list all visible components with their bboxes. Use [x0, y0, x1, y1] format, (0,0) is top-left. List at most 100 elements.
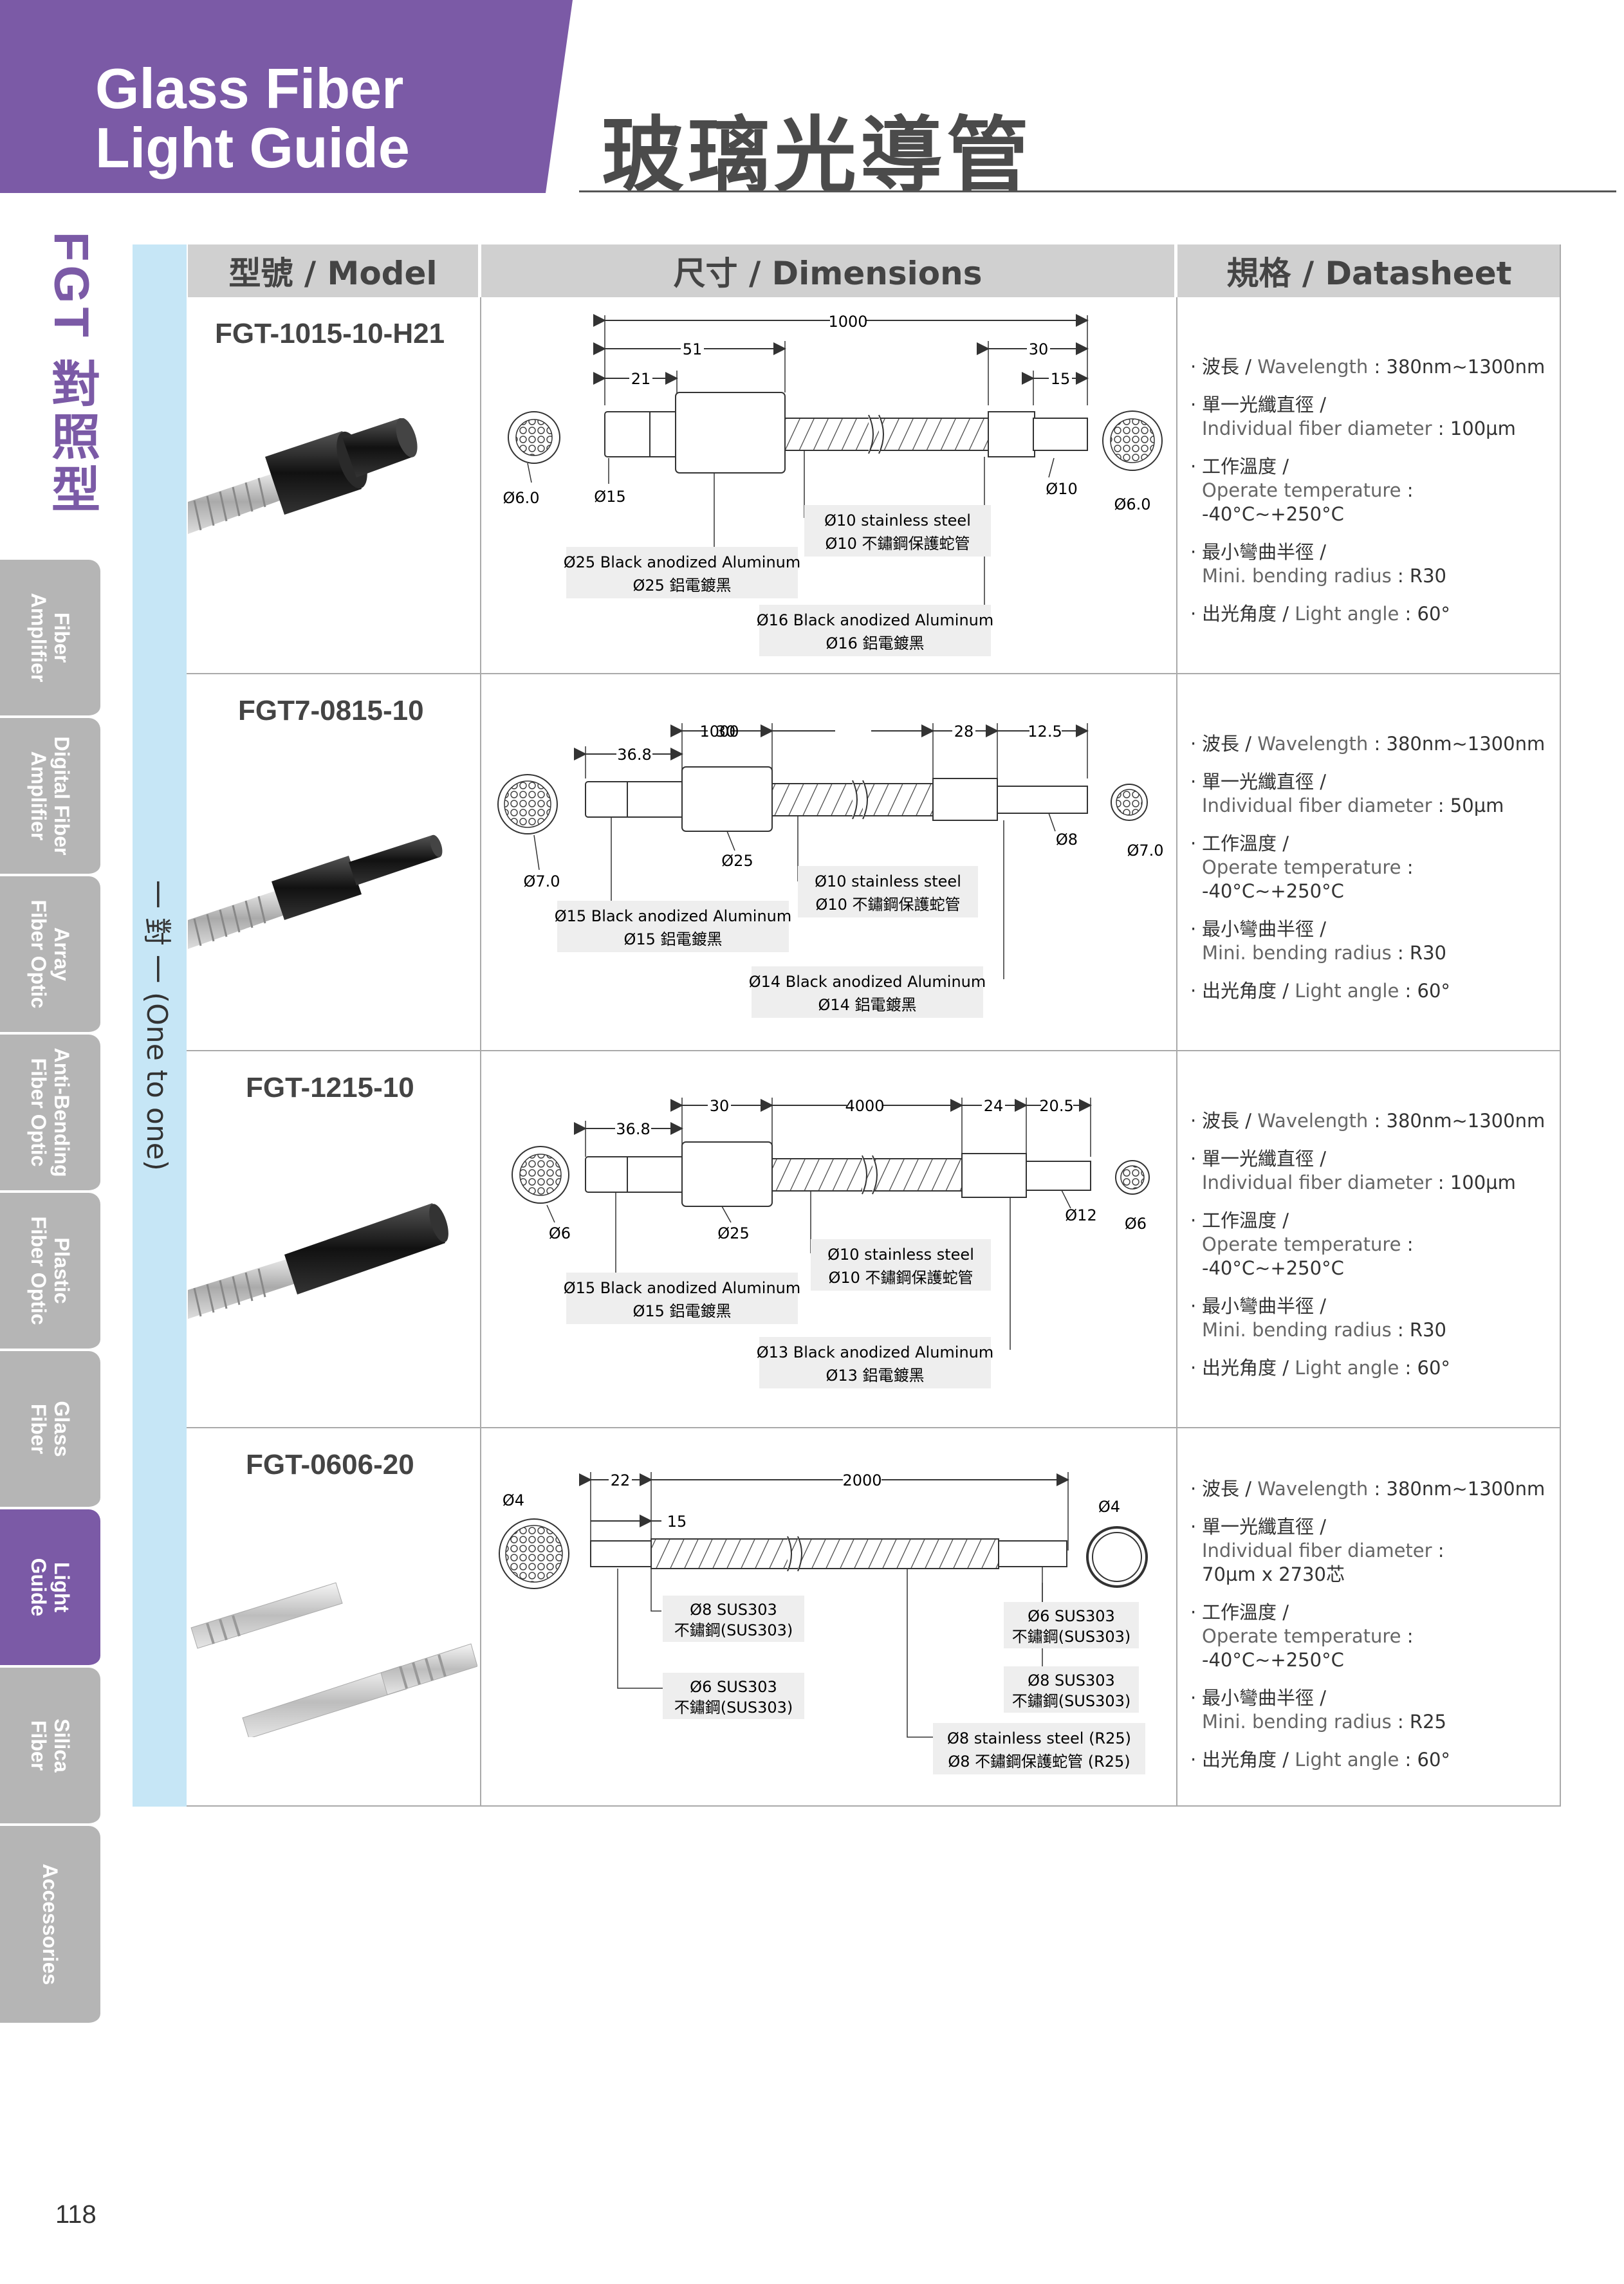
- datasheet: ·波長 / Wavelength : 380nm~1300nm ·單一光纖直徑 …: [1190, 1477, 1551, 1786]
- svg-text:Ø10 不鏽鋼保護蛇管: Ø10 不鏽鋼保護蛇管: [815, 896, 960, 914]
- svg-text:Ø6.0: Ø6.0: [503, 489, 539, 507]
- dimension-drawing: 1000 28 12.5 36.8 30 Ø7.0 Ø25 Ø8 Ø7.0: [483, 682, 1175, 1055]
- datasheet: ·波長 / Wavelength : 380nm~1300nm ·單一光纖直徑 …: [1190, 1109, 1551, 1394]
- datasheet: ·波長 / Wavelength : 380nm~1300nm ·單一光纖直徑 …: [1190, 355, 1551, 640]
- svg-text:Ø10 stainless steel: Ø10 stainless steel: [815, 872, 961, 890]
- header-rule: [579, 190, 1616, 192]
- spec-bending-radius: ·最小彎曲半徑 /Mini. bending radius : R30: [1190, 1295, 1446, 1341]
- datasheet: ·波長 / Wavelength : 380nm~1300nm ·單一光纖直徑 …: [1190, 732, 1551, 1017]
- svg-text:30: 30: [710, 1097, 730, 1115]
- svg-text:Ø15 Black anodized Aluminum: Ø15 Black anodized Aluminum: [564, 1279, 801, 1297]
- svg-text:22: 22: [611, 1471, 631, 1489]
- svg-text:Ø6.0: Ø6.0: [1114, 495, 1150, 513]
- spec-temperature: ·工作溫度 /Operate temperature : -40°C~+250°…: [1190, 833, 1414, 902]
- tab-digital-fiber-amplifier[interactable]: Digital Fiber Amplifier: [0, 718, 100, 876]
- svg-text:Ø15: Ø15: [594, 488, 625, 506]
- spec-wavelength: ·波長 / Wavelength : 380nm~1300nm: [1190, 733, 1546, 755]
- grid-line: [1560, 244, 1561, 1807]
- tab-light-guide[interactable]: Light Guide: [0, 1509, 100, 1668]
- one-to-one-band: 一 對 一 (One to one): [133, 244, 187, 1807]
- dimension-drawing: 30 4000 24 20.5 36.8 Ø6 Ø25 Ø12 Ø6: [483, 1060, 1175, 1433]
- svg-text:Ø13 鋁電鍍黑: Ø13 鋁電鍍黑: [826, 1367, 924, 1385]
- svg-text:24: 24: [984, 1097, 1004, 1115]
- svg-text:28: 28: [954, 723, 974, 741]
- spec-bending-radius: ·最小彎曲半徑 /Mini. bending radius : R25: [1190, 1687, 1446, 1733]
- dimension-drawing: 1000 51 21 30 15 Ø6.0 Ø15 Ø10 Ø6.0: [483, 309, 1175, 682]
- svg-text:Ø8 不鏽鋼保護蛇管 (R25): Ø8 不鏽鋼保護蛇管 (R25): [948, 1753, 1130, 1771]
- svg-text:不鏽鋼(SUS303): 不鏽鋼(SUS303): [1012, 1628, 1131, 1646]
- model-name: FGT7-0815-10: [238, 695, 424, 726]
- row-divider: [187, 1050, 1561, 1051]
- svg-text:20.5: 20.5: [1039, 1097, 1073, 1115]
- tab-fiber-amplifier[interactable]: Fiber Amplifier: [0, 560, 100, 718]
- svg-text:30: 30: [716, 723, 736, 741]
- svg-text:Ø6 SUS303: Ø6 SUS303: [1028, 1607, 1115, 1625]
- svg-text:Ø8: Ø8: [1056, 831, 1078, 849]
- spec-fiber-diameter: ·單一光纖直徑 /Individual fiber diameter : 100…: [1190, 394, 1516, 439]
- header-banner: [0, 0, 573, 193]
- tab-anti-bending-fiber-optic[interactable]: Anti-Bending Fiber Optic: [0, 1035, 100, 1193]
- spec-temperature: ·工作溫度 /Operate temperature : -40°C~+250°…: [1190, 1601, 1414, 1671]
- svg-text:Ø25: Ø25: [717, 1224, 749, 1242]
- svg-text:21: 21: [631, 370, 651, 388]
- svg-text:Ø4: Ø4: [503, 1491, 524, 1509]
- svg-text:Ø8 SUS303: Ø8 SUS303: [690, 1601, 777, 1619]
- page-title-en: Glass Fiber Light Guide: [95, 57, 410, 180]
- row-divider: [187, 673, 1561, 674]
- svg-text:36.8: 36.8: [617, 746, 651, 764]
- svg-text:不鏽鋼(SUS303): 不鏽鋼(SUS303): [1012, 1692, 1131, 1710]
- tab-silica-fiber[interactable]: Silica Fiber: [0, 1668, 100, 1826]
- svg-text:Ø10 stainless steel: Ø10 stainless steel: [824, 511, 971, 530]
- svg-text:Ø8 SUS303: Ø8 SUS303: [1028, 1672, 1115, 1690]
- product-photo: [188, 418, 477, 650]
- svg-text:Ø4: Ø4: [1098, 1498, 1120, 1516]
- header-model: 型號 / Model: [188, 244, 480, 297]
- spec-temperature: ·工作溫度 /Operate temperature : -40°C~+250°…: [1190, 456, 1414, 525]
- header-datasheet: 規格 / Datasheet: [1177, 244, 1561, 297]
- svg-text:1000: 1000: [699, 723, 739, 741]
- spec-bending-radius: ·最小彎曲半徑 /Mini. bending radius : R30: [1190, 918, 1446, 964]
- spec-light-angle: ·出光角度 / Light angle : 60°: [1190, 1357, 1450, 1379]
- svg-text:Ø8 stainless steel (R25): Ø8 stainless steel (R25): [947, 1729, 1131, 1747]
- svg-text:Ø25 Black anodized Aluminum: Ø25 Black anodized Aluminum: [564, 553, 801, 571]
- page-title-zh: 玻璃光導管: [602, 108, 1033, 204]
- row-divider: [187, 1427, 1561, 1428]
- page-number: 118: [55, 2200, 97, 2229]
- svg-text:Ø14 鋁電鍍黑: Ø14 鋁電鍍黑: [818, 996, 916, 1014]
- dim-total: 1000: [828, 313, 867, 331]
- tab-array-fiber-optic[interactable]: Array Fiber Optic: [0, 876, 100, 1035]
- svg-text:Ø7.0: Ø7.0: [523, 872, 560, 890]
- grid-line: [1176, 297, 1177, 1807]
- dimension-drawing: 22 2000 15 Ø4 Ø4 Ø8 SUS303 不鏽鋼(SUS303): [483, 1454, 1175, 1827]
- tab-plastic-fiber-optic[interactable]: Plastic Fiber Optic: [0, 1193, 100, 1351]
- spec-wavelength: ·波長 / Wavelength : 380nm~1300nm: [1190, 1478, 1546, 1500]
- svg-text:4000: 4000: [845, 1097, 884, 1115]
- spec-light-angle: ·出光角度 / Light angle : 60°: [1190, 1749, 1450, 1771]
- product-photo: [188, 1557, 478, 1789]
- svg-text:Ø10: Ø10: [1046, 480, 1077, 498]
- svg-text:2000: 2000: [842, 1471, 881, 1489]
- svg-text:15: 15: [667, 1513, 687, 1531]
- spec-fiber-diameter: ·單一光纖直徑 /Individual fiber diameter :70µm…: [1190, 1516, 1444, 1585]
- grid-line: [480, 297, 481, 1807]
- spec-fiber-diameter: ·單一光纖直徑 /Individual fiber diameter : 100…: [1190, 1148, 1516, 1193]
- svg-text:Ø15 Black anodized Aluminum: Ø15 Black anodized Aluminum: [555, 907, 792, 925]
- row-divider: [187, 1805, 1561, 1807]
- svg-text:Ø7.0: Ø7.0: [1127, 842, 1163, 860]
- svg-text:12.5: 12.5: [1028, 723, 1062, 741]
- spec-temperature: ·工作溫度 /Operate temperature : -40°C~+250°…: [1190, 1210, 1414, 1279]
- svg-text:不鏽鋼(SUS303): 不鏽鋼(SUS303): [674, 1621, 793, 1639]
- svg-text:Ø25: Ø25: [721, 852, 753, 870]
- svg-text:不鏽鋼(SUS303): 不鏽鋼(SUS303): [674, 1699, 793, 1717]
- svg-text:Ø10 不鏽鋼保護蛇管: Ø10 不鏽鋼保護蛇管: [825, 535, 970, 553]
- tab-accessories[interactable]: Accessories: [0, 1826, 100, 2025]
- svg-text:Ø6: Ø6: [1125, 1215, 1147, 1233]
- spec-light-angle: ·出光角度 / Light angle : 60°: [1190, 603, 1450, 625]
- model-name: FGT-0606-20: [246, 1449, 414, 1480]
- svg-text:Ø12: Ø12: [1065, 1206, 1096, 1224]
- model-name: FGT-1015-10-H21: [215, 318, 445, 349]
- tab-glass-fiber[interactable]: Glass Fiber: [0, 1351, 100, 1509]
- spec-wavelength: ·波長 / Wavelength : 380nm~1300nm: [1190, 356, 1546, 378]
- header-dimensions: 尺寸 / Dimensions: [481, 244, 1176, 297]
- spec-bending-radius: ·最小彎曲半徑 /Mini. bending radius : R30: [1190, 541, 1446, 587]
